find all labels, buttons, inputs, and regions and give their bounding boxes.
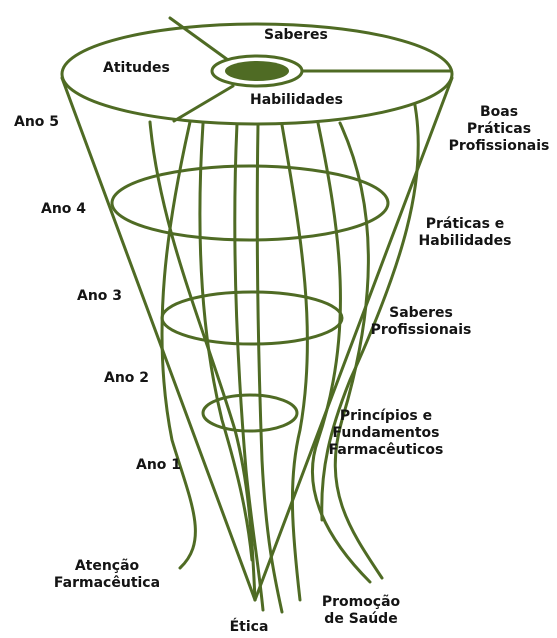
strand-1 bbox=[162, 122, 195, 568]
level-label-boas-praticas: Boas Práticas Profissionais bbox=[443, 104, 555, 155]
strand-label-atencao: Atenção Farmacêutica bbox=[52, 558, 162, 592]
year-label-1: Ano 1 bbox=[136, 457, 181, 474]
ring-year-3 bbox=[162, 292, 342, 344]
strand-7 bbox=[335, 123, 382, 578]
disc-label-atitudes: Atitudes bbox=[103, 60, 170, 77]
year-label-2: Ano 2 bbox=[104, 370, 149, 387]
level-label-principios-fundamentos: Princípios e Fundamentos Farmacêuticos bbox=[320, 408, 452, 459]
year-label-3: Ano 3 bbox=[77, 288, 122, 305]
strand-5 bbox=[282, 125, 307, 600]
strand-label-promocao: Promoção de Saúde bbox=[306, 594, 416, 628]
level-label-saberes-profissionais: Saberes Profissionais bbox=[363, 305, 479, 339]
year-label-5: Ano 5 bbox=[14, 114, 59, 131]
cone-left-side bbox=[62, 78, 255, 600]
level-label-praticas-habilidades: Práticas e Habilidades bbox=[413, 216, 517, 250]
disc-hub-center bbox=[225, 61, 289, 81]
ring-year-4 bbox=[112, 166, 388, 240]
strand-label-etica: Ética bbox=[224, 619, 274, 636]
year-label-4: Ano 4 bbox=[41, 201, 86, 218]
disc-label-saberes: Saberes bbox=[264, 27, 328, 44]
disc-label-habilidades: Habilidades bbox=[250, 92, 343, 109]
